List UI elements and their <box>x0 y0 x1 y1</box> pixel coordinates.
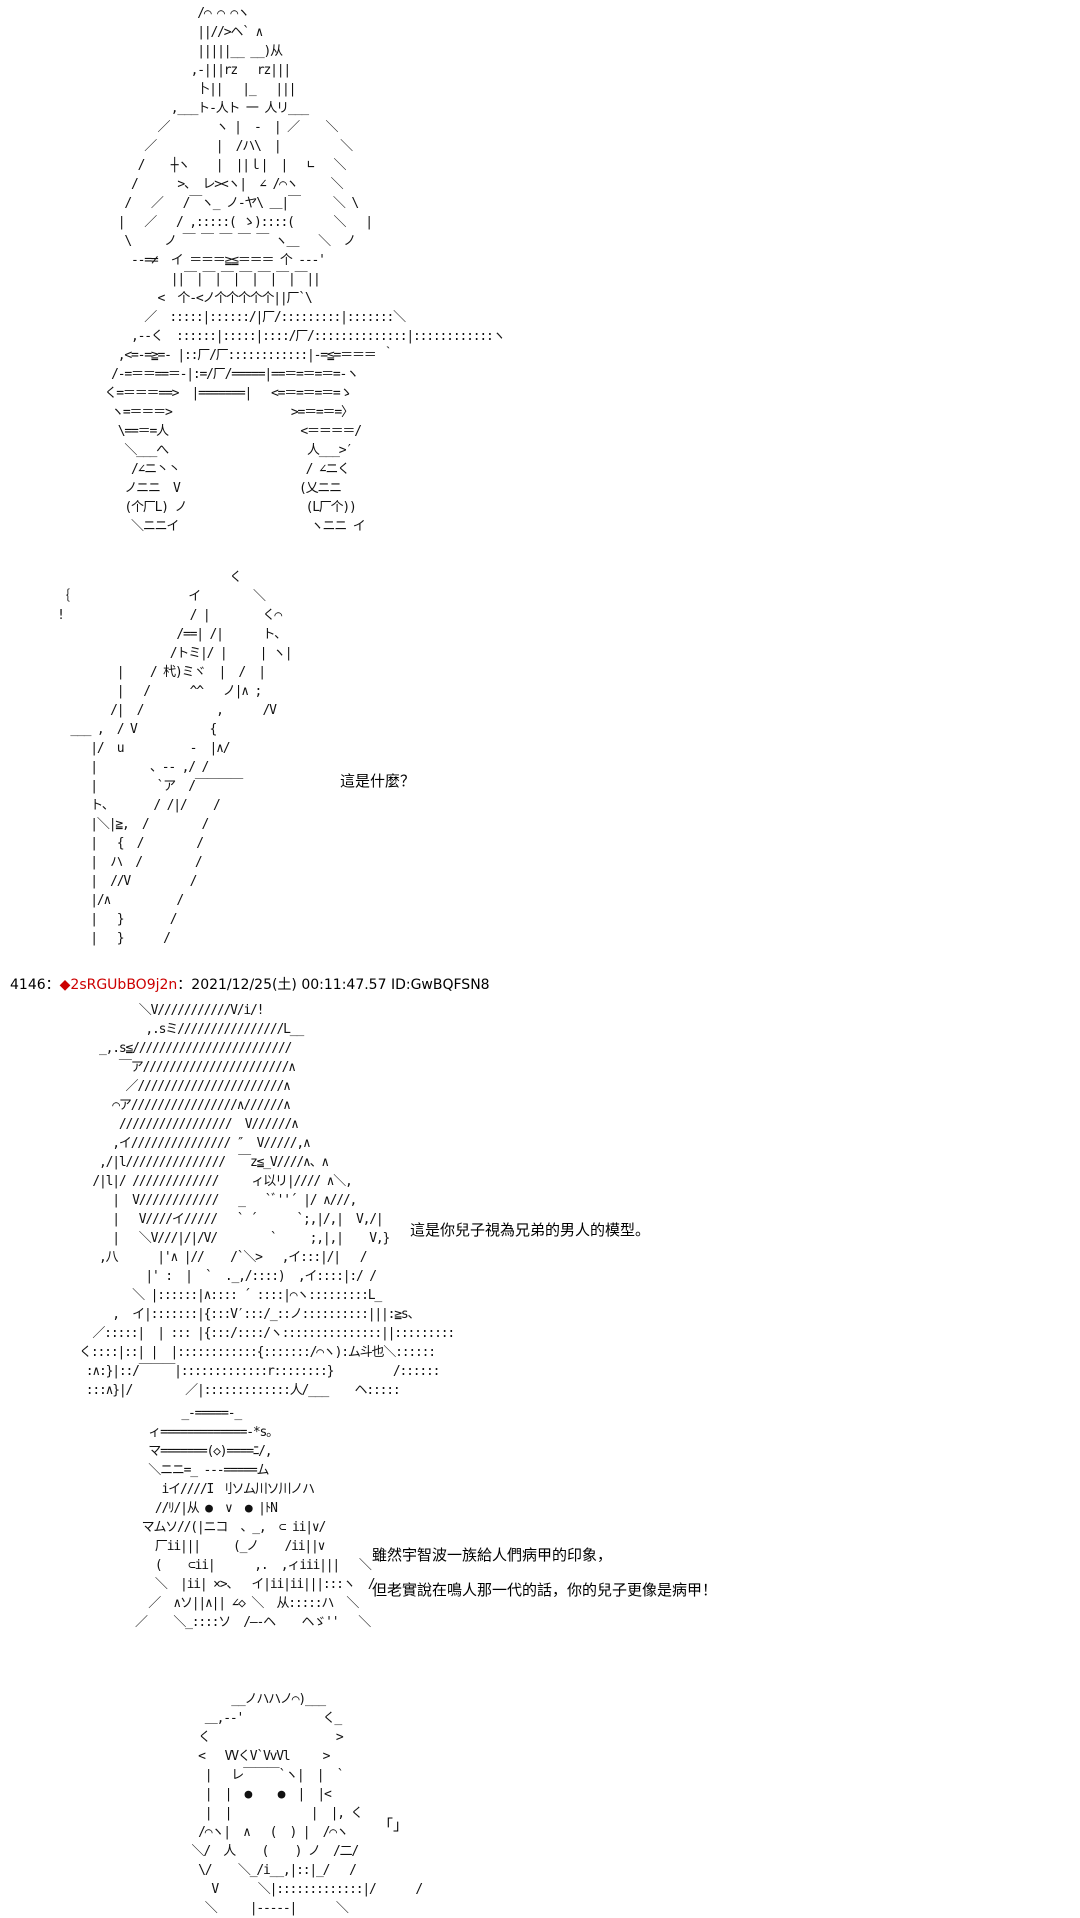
ascii-art-figure-looking-up: く ｛ イ ＼ ! / | く⌒ /==| /| ト、 /トミ|/ | | ヽ|… <box>57 570 292 946</box>
post-date-separator: ： <box>177 977 192 993</box>
post-id[interactable]: ID:GwBQFSN8 <box>390 977 490 993</box>
post-tripcode: ◆2sRGUbBO9j2n <box>59 977 178 993</box>
post-number[interactable]: 4146 <box>10 977 46 993</box>
ascii-art-muscular-figure: /⌒ ⌒ ⌒ヽ ||//>ヘ` ∧ |||||__ __)从 ,-|||rz r… <box>104 6 506 534</box>
ascii-art-round-face: __ノハハノ⌒)___ ＿,-‐' く_ く > < VVくV`VvVl > |… <box>191 1692 424 1916</box>
dialogue-line: 這是什麼？ <box>340 772 416 790</box>
dialogue-line: 「」 <box>378 1816 409 1834</box>
ascii-art-spiky-hair-figure: ＼V///////////V/i/! ,.sミ////////////////L… <box>79 1003 455 1398</box>
post-separator: ： <box>45 977 60 993</box>
post-date: 2021/12/25(土) 00:11:47.57 <box>191 977 387 993</box>
ascii-art-headband-face: _-=====-_ ィ=============‐*s。 マ=======(◇)… <box>135 1406 376 1630</box>
dialogue-line: 這是你兒子視為兄弟的男人的模型。 <box>410 1221 651 1239</box>
dialogue-line: 雖然宇智波一族給人們病甲的印象， <box>372 1546 613 1564</box>
post-header: 4146：◆2sRGUbBO9j2n：2021/12/25(土) 00:11:4… <box>10 976 490 994</box>
dialogue-line: 但老實說在鳴人那一代的話，你的兒子更像是病甲！ <box>372 1581 718 1599</box>
